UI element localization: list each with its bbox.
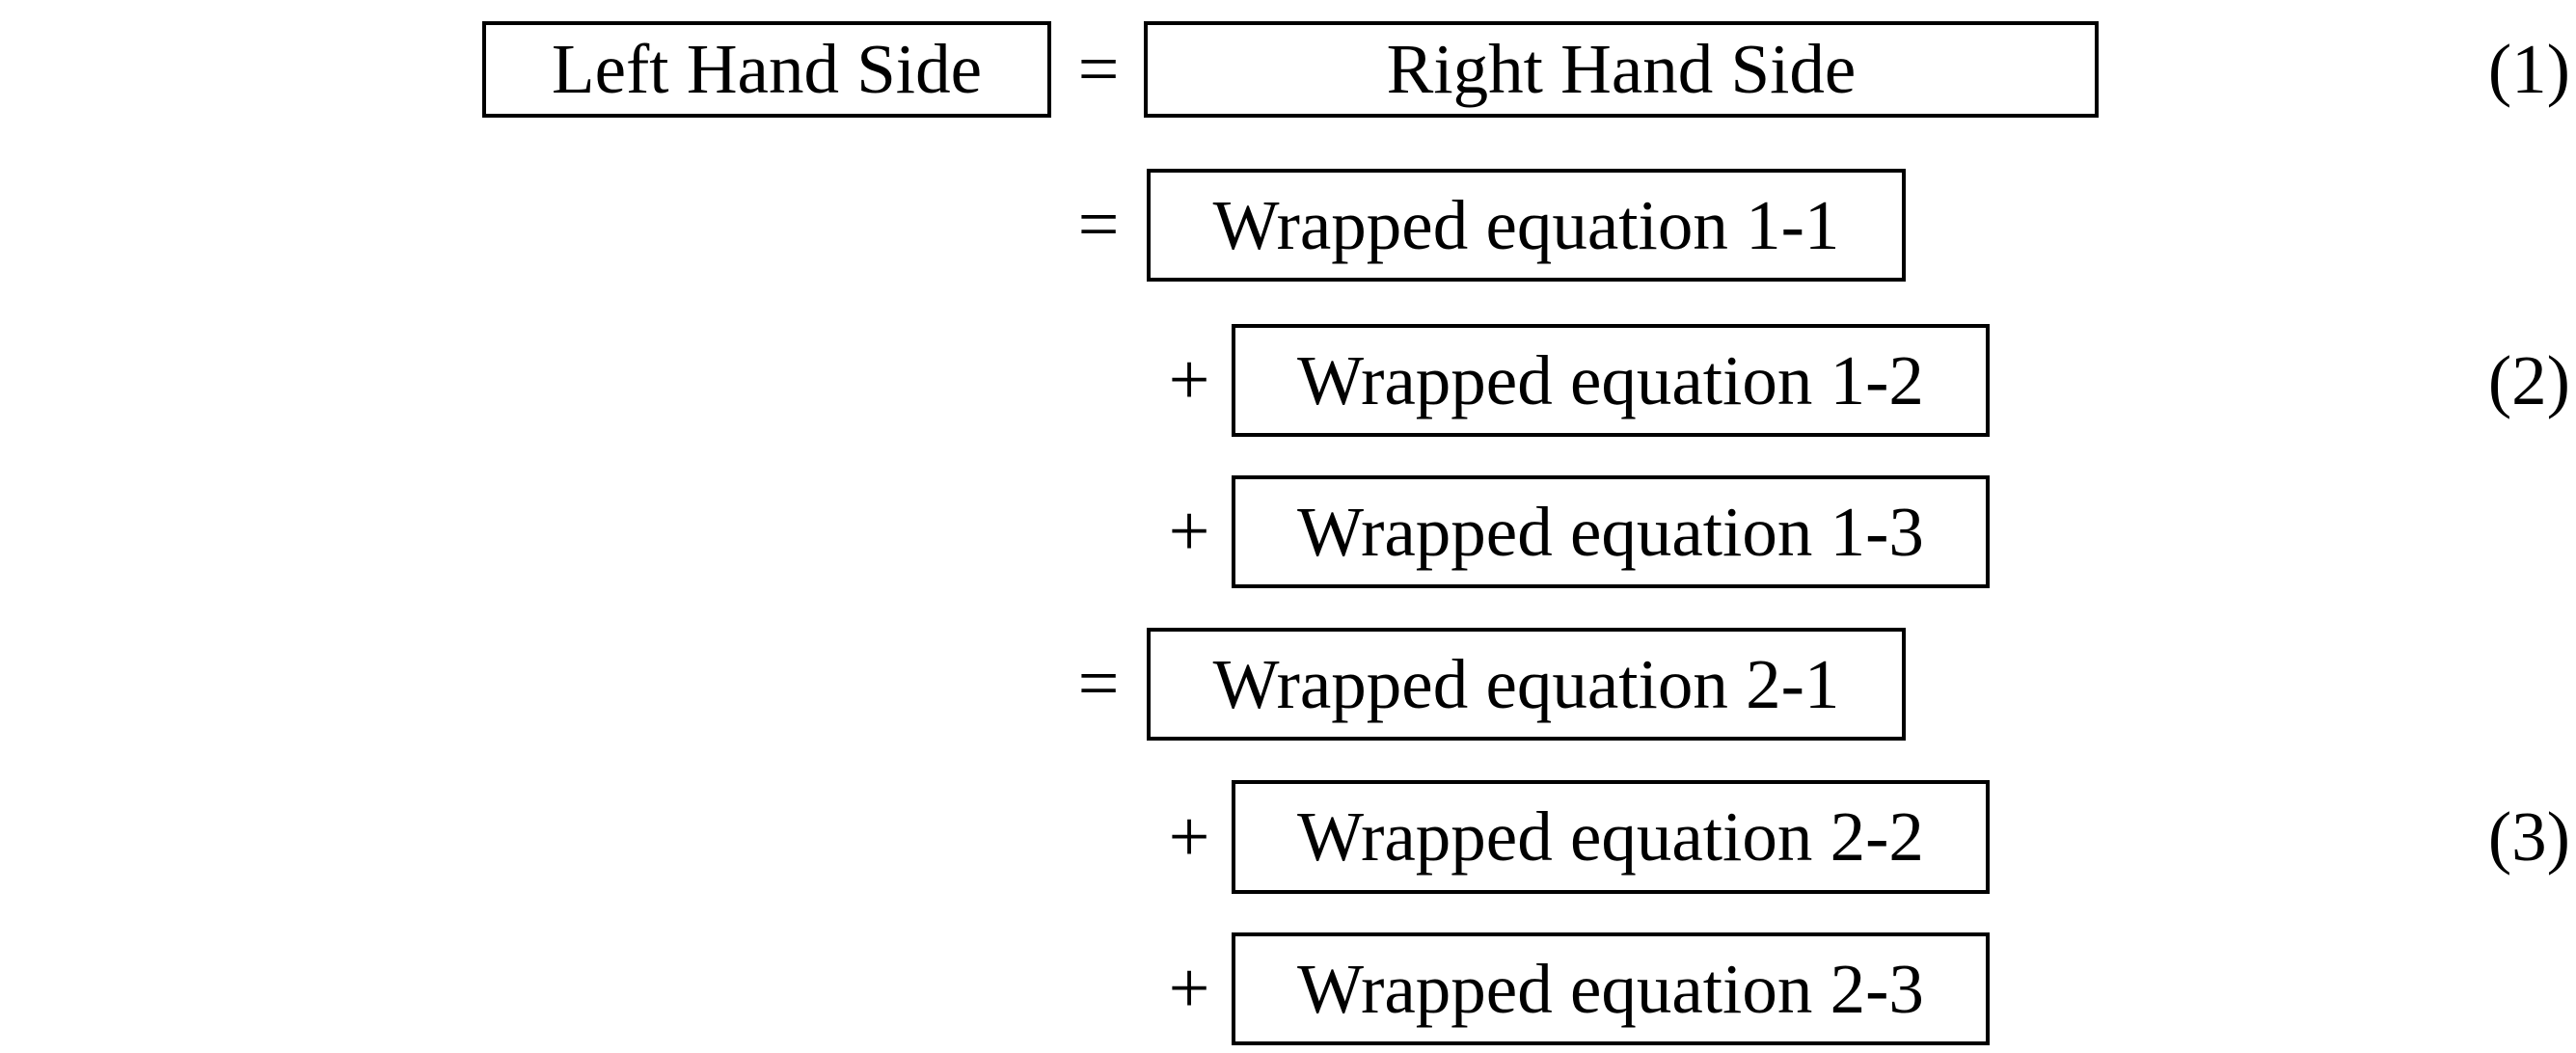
wrapped-eq-2-3-text: Wrapped equation 2-3 — [1297, 949, 1924, 1028]
wrapped-eq-2-2-text: Wrapped equation 2-2 — [1297, 797, 1924, 876]
wrapped-eq-2-1-text: Wrapped equation 2-1 — [1212, 644, 1840, 723]
wrapped-eq-1-3-text: Wrapped equation 1-3 — [1297, 492, 1924, 571]
equation-number-2: (2) — [2487, 340, 2570, 419]
wrapped-eq-1-2-text: Wrapped equation 1-2 — [1297, 340, 1924, 419]
plus-sign: + — [1168, 948, 1210, 1029]
equation-number-3: (3) — [2487, 797, 2570, 876]
wrapped-eq-1-1-text: Wrapped equation 1-1 — [1212, 185, 1840, 264]
plus-sign: + — [1168, 796, 1210, 878]
rhs-text: Right Hand Side — [1386, 30, 1857, 108]
wrapped-eq-1-1-box: Wrapped equation 1-1 — [1147, 169, 1906, 282]
rhs-box: Right Hand Side — [1144, 21, 2099, 118]
wrapped-eq-1-2-box: Wrapped equation 1-2 — [1232, 324, 1990, 437]
wrapped-eq-1-3-box: Wrapped equation 1-3 — [1232, 475, 1990, 588]
equals-sign: = — [1077, 643, 1120, 724]
equals-sign: = — [1077, 184, 1120, 265]
lhs-text: Left Hand Side — [552, 30, 982, 108]
wrapped-eq-2-1-box: Wrapped equation 2-1 — [1147, 628, 1906, 741]
wrapped-eq-2-2-box: Wrapped equation 2-2 — [1232, 780, 1990, 894]
lhs-box: Left Hand Side — [482, 21, 1051, 118]
plus-sign: + — [1168, 491, 1210, 572]
wrapped-eq-2-3-box: Wrapped equation 2-3 — [1232, 932, 1990, 1045]
plus-sign: + — [1168, 339, 1210, 420]
equation-number-1: (1) — [2487, 30, 2570, 108]
equals-sign: = — [1077, 28, 1120, 110]
